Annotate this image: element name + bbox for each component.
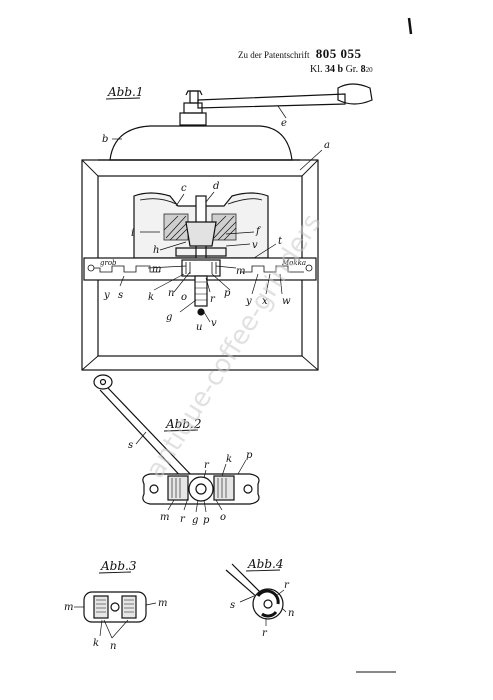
label-t: t bbox=[278, 236, 283, 247]
scale-right-label: Mokka bbox=[281, 259, 306, 267]
center-ring bbox=[188, 476, 214, 502]
patent-classification: Kl. 34 b Gr. 820 bbox=[310, 64, 373, 75]
figure-3: Abb.3 m m k n bbox=[64, 559, 167, 652]
label-y-left: y bbox=[103, 290, 110, 301]
lever-grip bbox=[93, 374, 113, 390]
leader-lines-fig1 bbox=[112, 105, 323, 323]
fig2-label-r2: r bbox=[180, 514, 186, 525]
fig2-label-k: k bbox=[226, 454, 232, 465]
figure-4-title: Abb.4 bbox=[247, 557, 283, 571]
notch-track-left bbox=[94, 265, 160, 273]
fig4-label-r-bottom: r bbox=[262, 628, 268, 639]
notch-track-right bbox=[240, 265, 304, 273]
figure-1: Abb.1 g r bbox=[81, 83, 373, 371]
fig3-label-k: k bbox=[93, 638, 99, 649]
label-n: n bbox=[168, 288, 174, 299]
grinder-box bbox=[81, 159, 319, 371]
label-u: u bbox=[196, 322, 202, 333]
label-e: e bbox=[281, 118, 287, 129]
label-s: s bbox=[118, 290, 123, 301]
housing-hatching bbox=[163, 213, 237, 241]
fig2-label-p: p bbox=[246, 450, 253, 461]
group-sub: 20 bbox=[365, 66, 373, 74]
class-label: Kl. bbox=[310, 64, 323, 75]
fig4-label-s: s bbox=[230, 600, 235, 611]
fig2-label-o: o bbox=[220, 512, 226, 523]
crank-knob bbox=[337, 83, 373, 105]
fig4-label-r-top: r bbox=[284, 580, 290, 591]
label-a: a bbox=[324, 140, 330, 151]
label-b: b bbox=[102, 134, 108, 145]
spindle bbox=[194, 275, 208, 307]
figure-3-title: Abb.3 bbox=[100, 559, 137, 573]
label-i: i bbox=[131, 228, 134, 239]
label-f: f bbox=[255, 226, 262, 237]
patent-number: 805 055 bbox=[315, 46, 362, 61]
label-k: k bbox=[148, 292, 154, 303]
figure-4: Abb.4 s r n r bbox=[225, 557, 294, 639]
patent-prefix: Zu der Patentschrift bbox=[238, 50, 310, 60]
fig3-plate bbox=[83, 591, 147, 623]
label-m-right: m bbox=[236, 266, 245, 277]
fig2-label-r: r bbox=[204, 460, 210, 471]
label-g: g bbox=[166, 312, 172, 323]
label-c: c bbox=[181, 183, 187, 194]
label-y-right: y bbox=[245, 296, 252, 307]
figure-2-title: Abb.2 bbox=[165, 417, 201, 431]
crank-arm bbox=[197, 93, 346, 109]
crank-bolt bbox=[189, 90, 199, 104]
label-m-left: m bbox=[152, 264, 161, 275]
fig2-label-m: m bbox=[160, 512, 169, 523]
adjusting-nut bbox=[181, 259, 221, 277]
fig2-label-p2: p bbox=[203, 515, 210, 526]
group-value: 8 bbox=[360, 64, 366, 75]
figure-1-title: Abb.1 bbox=[107, 85, 143, 99]
label-w: w bbox=[282, 296, 291, 307]
label-r: r bbox=[210, 294, 216, 305]
label-x: x bbox=[262, 296, 268, 307]
label-h: h bbox=[153, 245, 159, 256]
fig4-lever bbox=[225, 563, 263, 599]
grinding-cone bbox=[185, 221, 217, 247]
group-label: Gr. bbox=[345, 64, 359, 75]
grinder-dome bbox=[109, 125, 293, 161]
fig3-label-m-right: m bbox=[158, 598, 167, 609]
figure-2: s Abb.2 r k p m r g p o bbox=[93, 374, 260, 526]
class-value: 34 b bbox=[325, 64, 344, 75]
fig2-label-g: g bbox=[192, 515, 198, 526]
fig2-label-s: s bbox=[128, 440, 133, 451]
label-o: o bbox=[181, 292, 187, 303]
fig4-label-n: n bbox=[288, 608, 294, 619]
label-d: d bbox=[213, 181, 219, 192]
fig3-label-n: n bbox=[110, 641, 116, 652]
fig3-label-m-left: m bbox=[64, 602, 73, 613]
patent-header: Zu der Patentschrift 805 055 bbox=[238, 46, 361, 62]
scale-left-label: grob bbox=[100, 259, 117, 267]
label-v-upper: v bbox=[252, 240, 258, 251]
corner-mark bbox=[407, 17, 413, 35]
label-v-lower: v bbox=[211, 318, 217, 329]
label-p: p bbox=[224, 288, 231, 299]
crank-collar bbox=[179, 112, 207, 126]
